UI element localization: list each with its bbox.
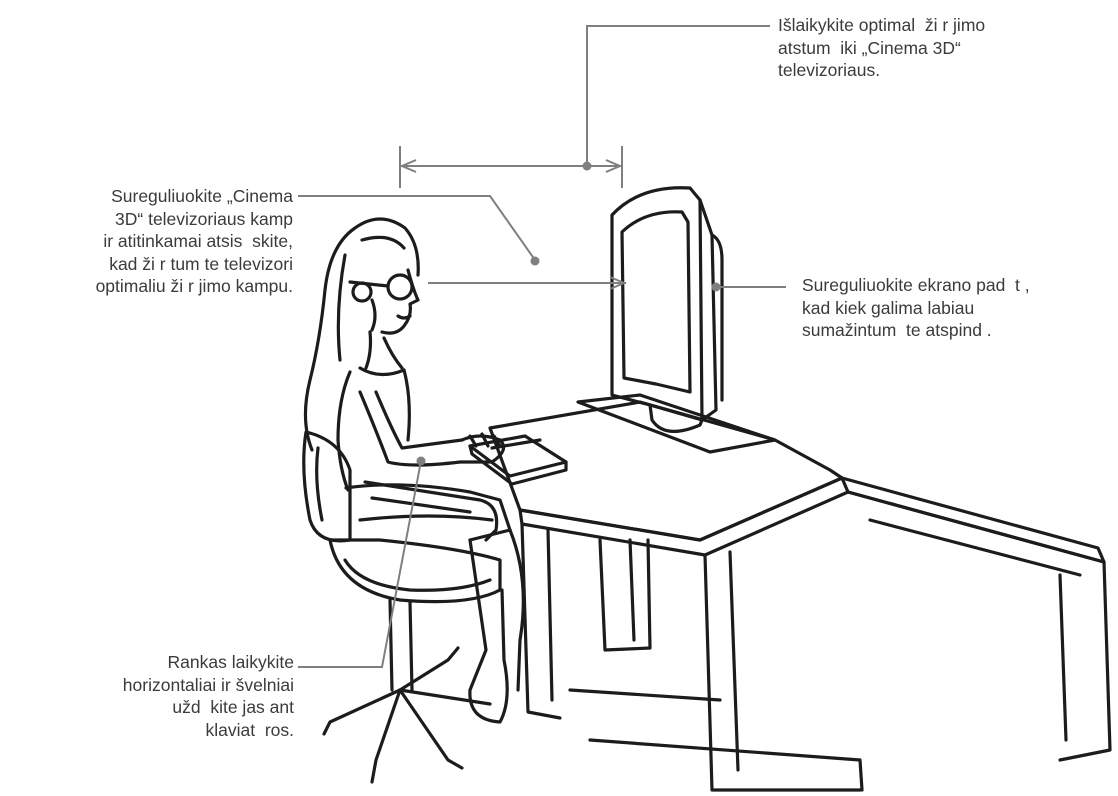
arms-dot	[417, 457, 426, 466]
arms-callout: Rankas laikykite horizontaliai ir švelni…	[54, 651, 294, 741]
angle-dot	[531, 257, 540, 266]
leader-dots	[417, 162, 721, 466]
callout-line: kad ži r tum te televizori	[0, 253, 293, 276]
callout-line: Išlaikykite optimal ži r jimo	[778, 14, 985, 37]
callout-line: televizoriaus.	[778, 59, 985, 82]
distance-callout: Išlaikykite optimal ži r jimo atstum iki…	[778, 14, 985, 82]
callout-line: kad kiek galima labiau	[802, 297, 1030, 320]
callout-line: optimaliu ži r jimo kampu.	[0, 275, 293, 298]
callout-line: sumažintum te atspind .	[802, 319, 1030, 342]
screen-dot	[712, 283, 721, 292]
callout-line: Sureguliuokite „Cinema	[0, 185, 293, 208]
callout-line: atstum iki „Cinema 3D“	[778, 37, 985, 60]
keyboard	[470, 436, 566, 484]
person	[305, 219, 523, 722]
screen-callout: Sureguliuokite ekrano pad t , kad kiek g…	[802, 274, 1030, 342]
callout-line: Sureguliuokite ekrano pad t ,	[802, 274, 1030, 297]
callout-line: užd kite jas ant	[54, 696, 294, 719]
distance-dot	[583, 162, 592, 171]
distance-leader	[587, 26, 770, 166]
monitor	[578, 188, 775, 452]
callout-line: horizontaliai ir švelniai	[54, 674, 294, 697]
angle-callout: Sureguliuokite „Cinema 3D“ televizoriaus…	[0, 185, 293, 298]
callout-line: klaviat ros.	[54, 719, 294, 742]
callout-line: 3D“ televizoriaus kamp	[0, 208, 293, 231]
callout-line: ir atitinkamai atsis skite,	[0, 230, 293, 253]
desk	[490, 402, 1110, 790]
callout-line: Rankas laikykite	[54, 651, 294, 674]
